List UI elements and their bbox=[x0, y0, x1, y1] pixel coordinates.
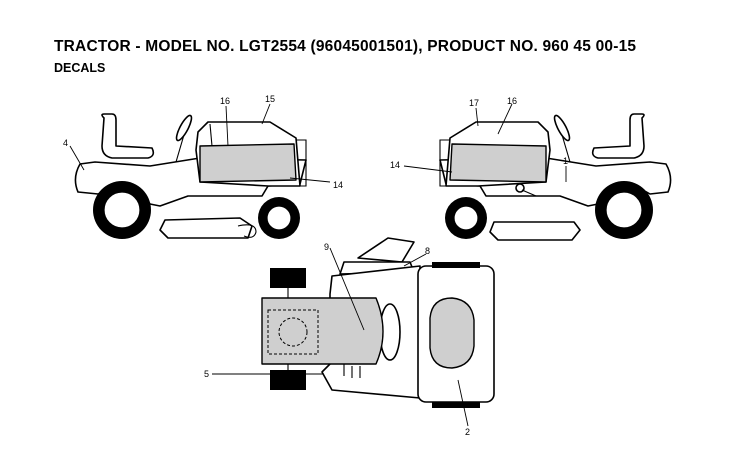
hood-decal bbox=[199, 143, 297, 183]
page-title: TRACTOR - MODEL NO. LGT2554 (96045001501… bbox=[54, 38, 637, 55]
callout-4: 4 bbox=[63, 138, 68, 148]
callout-2: 2 bbox=[465, 427, 470, 437]
engine-cover-outline bbox=[267, 309, 319, 355]
front-wheel-top-left bbox=[270, 268, 306, 288]
callout-14: 14 bbox=[390, 160, 400, 170]
page-subtitle: DECALS bbox=[54, 61, 106, 75]
callout-8: 8 bbox=[425, 246, 430, 256]
callout-17: 17 bbox=[469, 98, 479, 108]
hood-top bbox=[261, 297, 384, 365]
mower-deck bbox=[159, 217, 253, 239]
callout-14: 14 bbox=[333, 180, 343, 190]
callout-16: 16 bbox=[507, 96, 517, 106]
callout-15: 15 bbox=[265, 94, 275, 104]
callout-1: 1 bbox=[563, 156, 568, 166]
tractor-right-side-view: 17 16 14 1 bbox=[390, 96, 672, 241]
seat bbox=[101, 113, 155, 159]
mower-deck bbox=[489, 221, 581, 241]
tractor-left-side-view: 4 16 15 14 bbox=[63, 94, 343, 239]
steering-area bbox=[357, 237, 415, 263]
callout-9: 9 bbox=[324, 242, 329, 252]
tractor-top-view: 9 8 5 2 bbox=[204, 237, 495, 437]
callout-5: 5 bbox=[204, 369, 209, 379]
seat-top bbox=[429, 297, 475, 369]
seat bbox=[591, 113, 645, 159]
hood-decal bbox=[449, 143, 547, 183]
steering-wheel bbox=[553, 114, 571, 142]
steering-wheel bbox=[175, 114, 193, 142]
front-wheel-top-right bbox=[270, 370, 306, 390]
callout-16: 16 bbox=[220, 96, 230, 106]
